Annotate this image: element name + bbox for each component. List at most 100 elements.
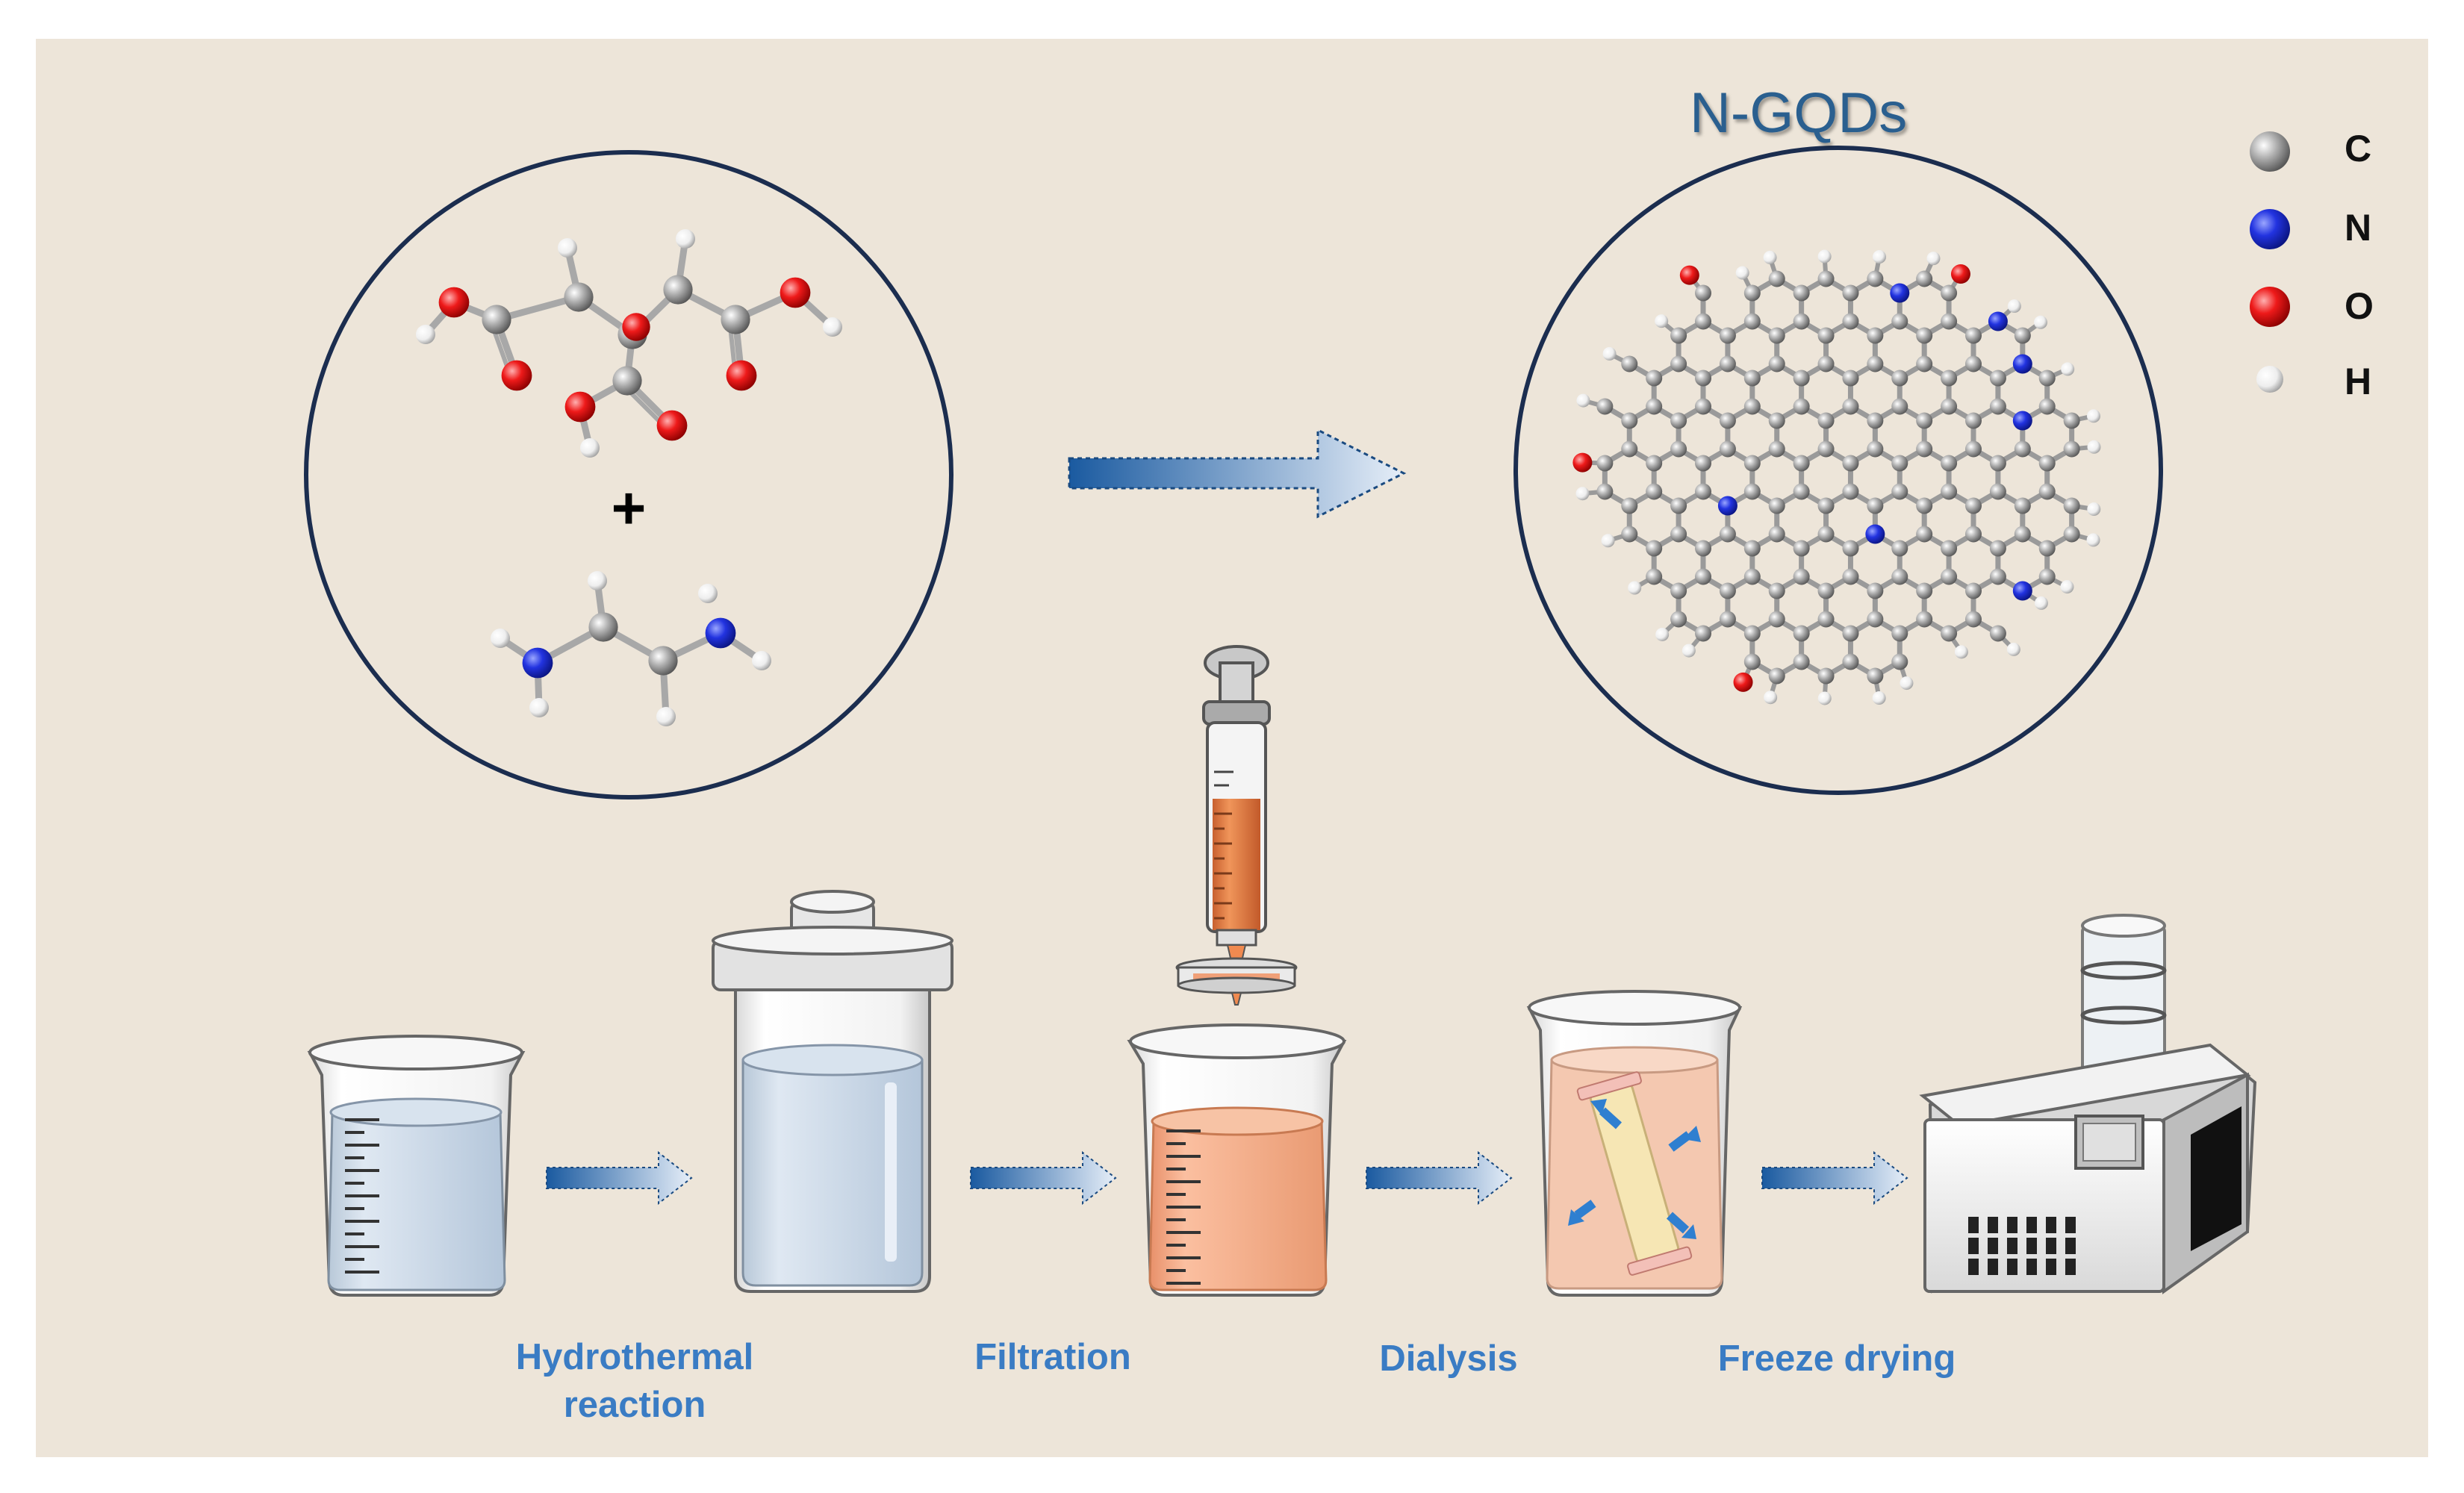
- atom-C: [1989, 568, 2006, 585]
- atom-C: [588, 612, 618, 642]
- atom-C: [1891, 455, 1908, 472]
- plus-sign: +: [612, 475, 647, 541]
- atom-C: [1793, 284, 1810, 302]
- atom-C: [1695, 455, 1712, 472]
- atom-C: [2038, 568, 2056, 585]
- atom-O: [656, 410, 688, 441]
- atom-C: [1596, 483, 1614, 500]
- atom-C: [2063, 412, 2080, 429]
- atom-C: [1916, 526, 1933, 543]
- atom-C: [1842, 540, 1859, 557]
- dialysis-beaker: [1526, 990, 1743, 1297]
- atom-H: [2086, 409, 2100, 423]
- atom-H: [2034, 315, 2048, 329]
- atom-C: [1867, 270, 1884, 287]
- atom-O: [1733, 672, 1753, 692]
- atom-H: [676, 229, 695, 249]
- atom-C: [1719, 355, 1736, 373]
- atom-C: [1842, 284, 1859, 302]
- atom-C: [1867, 412, 1884, 429]
- atom-H: [2034, 596, 2048, 610]
- atom-O: [564, 391, 596, 423]
- atom-H: [698, 584, 718, 603]
- atom-O: [501, 360, 532, 391]
- atom-H: [2086, 533, 2100, 547]
- atom-H: [2006, 642, 2020, 656]
- atom-C: [2038, 455, 2056, 472]
- atom-C: [1621, 355, 1638, 373]
- atom-C: [1743, 568, 1761, 585]
- atom-H: [529, 698, 549, 717]
- atom-C: [1768, 611, 1785, 628]
- atom-C: [1842, 455, 1859, 472]
- atom-C: [1989, 625, 2006, 642]
- atom-H: [1817, 249, 1832, 264]
- atom-C: [1768, 355, 1785, 373]
- atom-C: [1793, 313, 1810, 330]
- atom-C: [1989, 455, 2006, 472]
- atom-C: [1941, 483, 1958, 500]
- atom-O: [438, 287, 470, 318]
- atom-C: [1941, 313, 1958, 330]
- atom-C: [721, 305, 750, 334]
- vent-slot: [2007, 1217, 2017, 1233]
- atom-C: [1695, 540, 1712, 557]
- atom-C: [1817, 440, 1835, 458]
- process-arrow-4: [1761, 1150, 1908, 1206]
- atom-C: [1867, 355, 1884, 373]
- vent-slot: [2065, 1238, 2076, 1254]
- atom-C: [1842, 568, 1859, 585]
- vent-slot: [1988, 1259, 1998, 1275]
- vent-slot: [2026, 1217, 2037, 1233]
- atom-H: [656, 707, 676, 726]
- syringe-filter: [1175, 645, 1298, 1006]
- atom-C: [1743, 370, 1761, 387]
- atom-H: [752, 651, 771, 670]
- atom-C: [1891, 398, 1908, 415]
- atom-H: [823, 317, 842, 337]
- atom-N: [1865, 524, 1885, 544]
- atom-C: [1793, 653, 1810, 670]
- atom-C: [1743, 313, 1761, 330]
- atom-C: [2038, 370, 2056, 387]
- atom-N: [1988, 311, 2008, 331]
- atom-C: [1817, 667, 1835, 685]
- atom-C: [1842, 313, 1859, 330]
- atom-C: [1867, 667, 1884, 685]
- atom-C: [1842, 483, 1859, 500]
- vent-slot: [2046, 1217, 2056, 1233]
- atom-C: [1621, 497, 1638, 514]
- atom-O: [780, 277, 811, 308]
- atom-H: [1575, 487, 1590, 501]
- step-label-filtration: Filtration: [974, 1337, 1131, 1377]
- atom-C: [1817, 327, 1835, 344]
- citric-acid-molecule: [416, 229, 842, 458]
- atom-C: [1646, 568, 1663, 585]
- atom-C: [1964, 412, 1982, 429]
- atom-C: [1891, 313, 1908, 330]
- atom-C: [1842, 653, 1859, 670]
- atom-H: [491, 629, 510, 648]
- hydrothermal-autoclave: [712, 890, 953, 1293]
- atom-C: [1719, 526, 1736, 543]
- atom-C: [1768, 667, 1785, 685]
- vent-slot: [2046, 1259, 2056, 1275]
- process-arrow-2: [970, 1150, 1117, 1206]
- atom-C: [1768, 270, 1785, 287]
- atom-H: [1655, 314, 1669, 328]
- atom-C: [1670, 497, 1687, 514]
- atom-C: [1596, 455, 1614, 472]
- atom-C: [1793, 398, 1810, 415]
- atom-C: [1916, 440, 1933, 458]
- atom-C: [1695, 625, 1712, 642]
- atom-C: [1695, 313, 1712, 330]
- atom-C: [2038, 398, 2056, 415]
- atom-C: [1768, 327, 1785, 344]
- legend-label-h: H: [2345, 361, 2372, 402]
- atom-C: [1941, 370, 1958, 387]
- atom-C: [1793, 568, 1810, 585]
- atom-H: [1926, 252, 1941, 266]
- atom-C: [1941, 284, 1958, 302]
- atom-C: [1768, 582, 1785, 599]
